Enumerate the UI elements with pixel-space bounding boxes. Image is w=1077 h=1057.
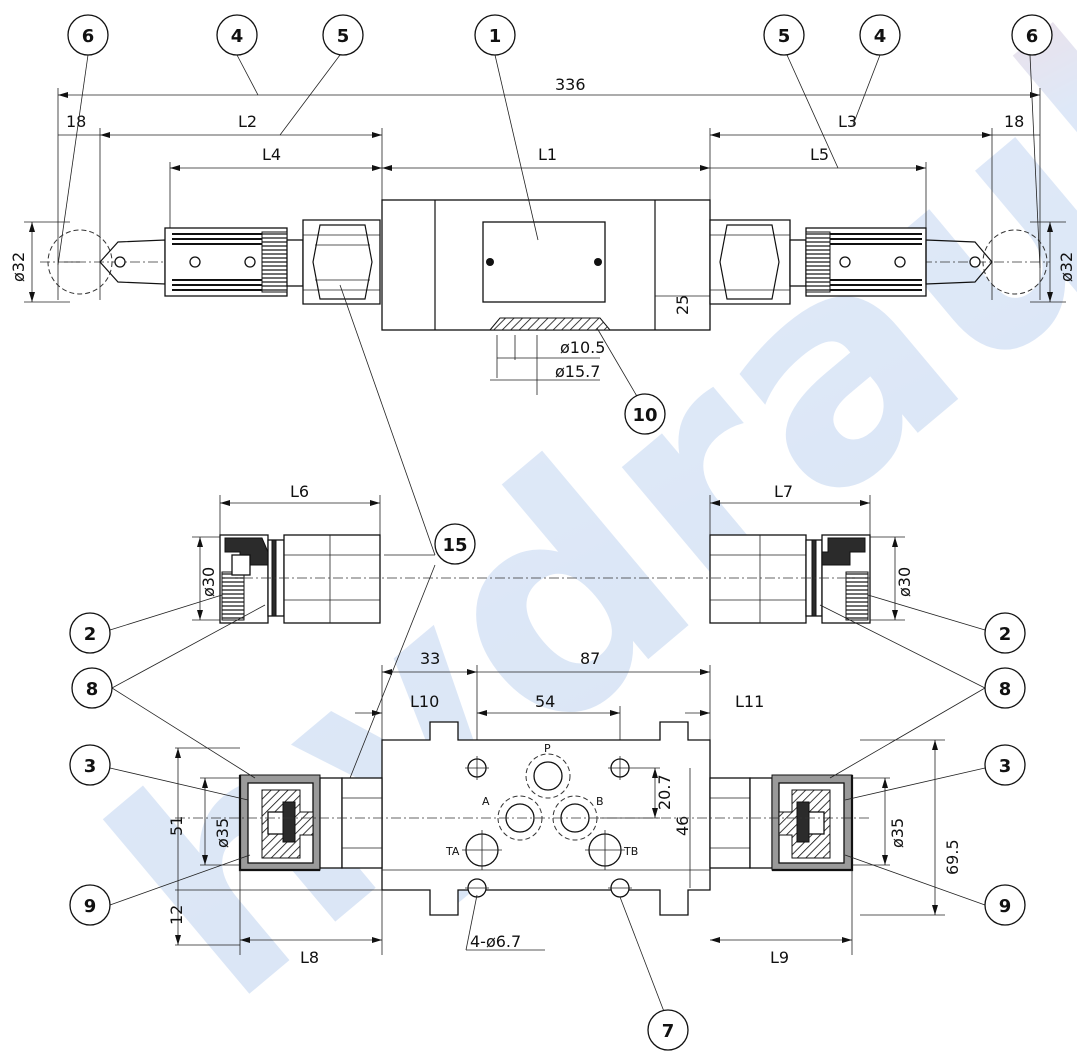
callouts: 6 4 5 1 5 4 6 10 [67,14,1053,1051]
dim-46: 46 [673,816,692,836]
callout-3-right-label: 3 [999,756,1012,777]
dim-dia32-left: ø32 [9,252,28,282]
dim-l2: L2 [238,112,257,131]
leaders [57,54,1041,1023]
callout-5-left-label: 5 [337,26,350,47]
dim-dia10: ø10.5 [560,338,605,357]
port-ta: TA [445,845,460,858]
callout-9-left-label: 9 [84,896,97,917]
dim-l11: L11 [735,692,764,711]
callout-8-left-label: 8 [86,679,99,700]
dim-l1: L1 [538,145,557,164]
dim-holes: 4-ø6.7 [470,932,521,951]
callout-6-left: 6 [67,14,109,56]
callout-4-right-label: 4 [874,26,887,47]
callout-2-right-label: 2 [999,624,1012,645]
dim-dia30-right: ø30 [895,567,914,597]
dim-height-25: 25 [673,295,692,315]
dim-l4: L4 [262,145,281,164]
callout-9-right-label: 9 [999,896,1012,917]
callout-8-left: 8 [71,667,113,709]
dim-l7: L7 [774,482,793,501]
port-p: P [544,742,551,755]
dim-dia35-left: ø35 [213,818,232,848]
callout-9-left: 9 [69,884,111,926]
callout-5-right-label: 5 [778,26,791,47]
callout-6-left-label: 6 [82,26,95,47]
dim-left-18: 18 [66,112,86,131]
callout-4-right: 4 [859,14,901,56]
dim-87: 87 [580,649,600,668]
callout-8-right-label: 8 [999,679,1012,700]
dim-l6: L6 [290,482,309,501]
dim-dia30-left: ø30 [199,567,218,597]
dim-right-18: 18 [1004,112,1024,131]
callout-6-right-label: 6 [1026,26,1039,47]
callout-15: 15 [434,523,476,565]
dim-69-5: 69.5 [943,839,962,875]
callout-1-label: 1 [489,26,502,47]
callout-5-left: 5 [322,14,364,56]
dim-l3: L3 [838,112,857,131]
callout-8-right: 8 [984,667,1026,709]
dim-54: 54 [535,692,555,711]
dim-12: 12 [167,905,186,925]
dim-dia15: ø15.7 [555,362,600,381]
callout-6-right: 6 [1011,14,1053,56]
port-a: A [482,795,490,808]
callout-2-left: 2 [69,612,111,654]
watermark: hydraulik [51,0,1077,1057]
callout-7-label: 7 [662,1021,675,1042]
dim-l5: L5 [810,145,829,164]
dim-l9: L9 [770,948,789,967]
callout-3-right: 3 [984,744,1026,786]
dim-51: 51 [167,816,186,836]
callout-10: 10 [624,393,666,435]
callout-3-left-label: 3 [84,756,97,777]
dim-dia32-right: ø32 [1057,252,1076,282]
middle-view: L6 ø30 L7 [192,482,914,624]
callout-1: 1 [474,14,516,56]
callout-5-right: 5 [763,14,805,56]
dim-l8: L8 [300,948,319,967]
callout-2-right: 2 [984,612,1026,654]
port-tb: TB [623,845,638,858]
port-b: B [596,795,604,808]
dim-l10: L10 [410,692,439,711]
dim-33: 33 [420,649,440,668]
callout-9-right: 9 [984,884,1026,926]
callout-4-left-label: 4 [231,26,244,47]
callout-15-label: 15 [442,535,467,556]
callout-2-left-label: 2 [84,624,97,645]
dim-20-7: 20.7 [655,774,674,810]
top-view: 336 18 L2 L4 L1 L3 18 L5 [9,75,1076,395]
callout-4-left: 4 [216,14,258,56]
bottom-view: 33 87 54 L10 L11 [167,649,962,967]
dim-overall: 336 [555,75,586,94]
callout-7: 7 [647,1009,689,1051]
dim-dia35-right: ø35 [888,818,907,848]
callout-3-left: 3 [69,744,111,786]
watermark-text: hydraulik [51,0,1077,1057]
callout-10-label: 10 [632,405,657,426]
